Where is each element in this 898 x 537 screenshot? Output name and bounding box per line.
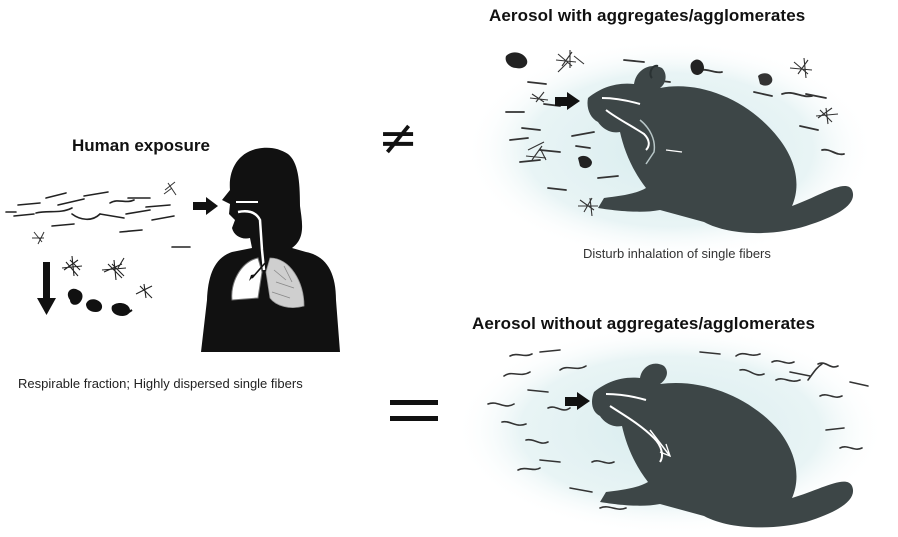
human-fibers bbox=[6, 192, 190, 247]
down-arrow-icon bbox=[37, 262, 56, 315]
label-human-exposure: Human exposure bbox=[72, 136, 210, 156]
human-inhale-arrow-icon bbox=[193, 197, 218, 215]
human-silhouette-icon bbox=[201, 148, 340, 352]
settling-agglomerates bbox=[62, 256, 152, 316]
title-aerosol-without-aggregates: Aerosol without aggregates/agglomerates bbox=[472, 314, 815, 334]
label-respirable-fraction: Respirable fraction; Highly dispersed si… bbox=[18, 376, 303, 391]
label-disturb-inhalation: Disturb inhalation of single fibers bbox=[583, 246, 771, 261]
small-agglomerates-left bbox=[32, 182, 176, 244]
title-aerosol-with-aggregates: Aerosol with aggregates/agglomerates bbox=[489, 6, 805, 26]
not-equal-symbol: ≠ bbox=[378, 114, 418, 162]
equal-symbol bbox=[390, 400, 438, 432]
